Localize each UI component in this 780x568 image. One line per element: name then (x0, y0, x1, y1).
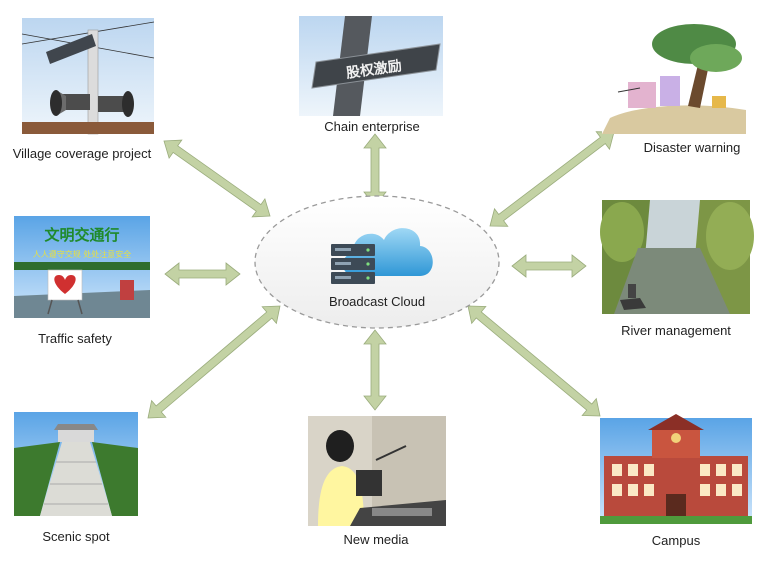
label-river: River management (621, 323, 731, 338)
traffic-sign-text: 文明交通行 (44, 226, 119, 244)
arrow-chain (363, 133, 387, 207)
signboard-icon: 股权激励 (299, 16, 443, 116)
node-river: River management (600, 200, 754, 338)
arrow-campus (467, 305, 601, 417)
node-campus: Campus (600, 414, 752, 548)
label-campus: Campus (652, 533, 701, 548)
school-building-icon (600, 414, 752, 524)
label-traffic: Traffic safety (38, 331, 112, 346)
node-scenic: Scenic spot (14, 412, 138, 544)
node-traffic: 文明交通行 人人遵守交规 处处注意安全 Traffic safety (14, 216, 150, 346)
memorial-hall-icon (14, 412, 138, 516)
label-scenic: Scenic spot (42, 529, 110, 544)
arrow-river (511, 254, 587, 278)
arrow-disaster (489, 131, 615, 227)
hub-node: Broadcast Cloud (254, 195, 500, 329)
label-village: Village coverage project (13, 146, 152, 161)
node-chain: 股权激励 Chain enterprise (299, 16, 443, 134)
arrow-village (163, 139, 271, 218)
label-disaster: Disaster warning (644, 140, 741, 155)
node-media: New media (308, 416, 446, 547)
loudspeaker-pole-icon (21, 18, 155, 135)
server-cloud-icon (331, 228, 433, 284)
river-boat-icon (600, 200, 754, 314)
node-village: Village coverage project (13, 18, 155, 161)
label-media: New media (343, 532, 409, 547)
traffic-billboard-icon: 文明交通行 人人遵守交规 处处注意安全 (14, 216, 150, 318)
traffic-sign-subtext: 人人遵守交规 处处注意安全 (33, 249, 132, 259)
fallen-tree-icon (602, 24, 748, 134)
node-disaster: Disaster warning (602, 24, 748, 155)
connector-arrows (147, 131, 615, 419)
label-chain: Chain enterprise (324, 119, 419, 134)
hub-label: Broadcast Cloud (329, 294, 425, 309)
arrow-scenic (147, 305, 281, 419)
arrow-media (363, 329, 387, 411)
arrow-traffic (164, 262, 241, 286)
radio-studio-icon (308, 416, 446, 526)
